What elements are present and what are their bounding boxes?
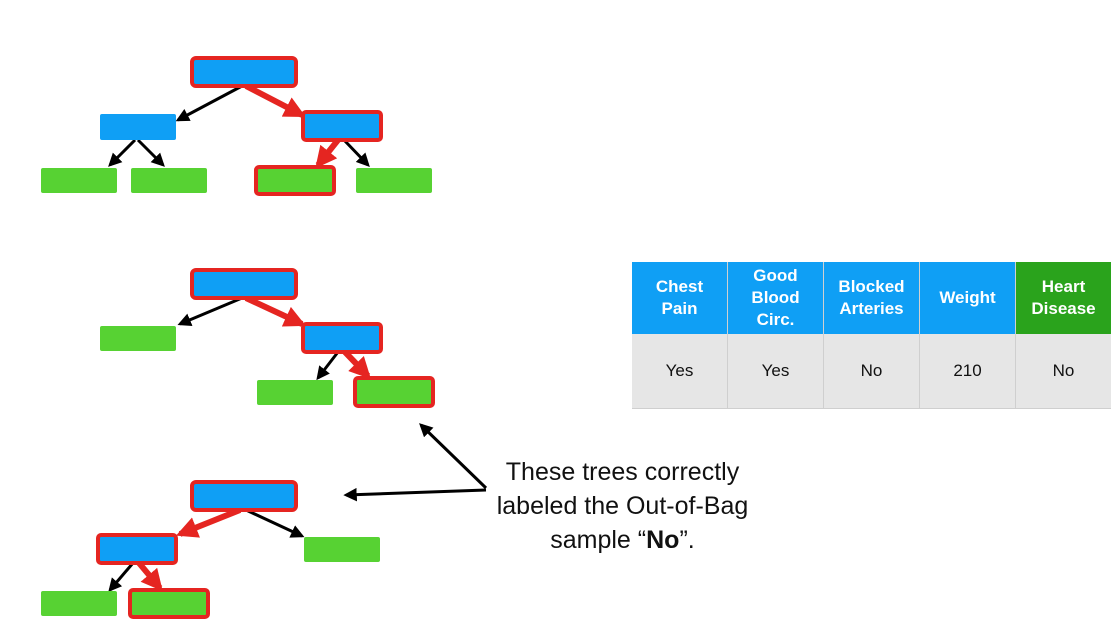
tree-1-decision-node-left: [100, 114, 176, 140]
tree-2-branch-root-right: [244, 295, 306, 327]
tree-1-branch-root-right: [244, 83, 306, 118]
tree-3-leaf-1: [41, 591, 117, 616]
tree-1-leaf-3: [254, 165, 336, 196]
callout-arrows: [343, 423, 488, 502]
cell-heart-disease: No: [1015, 334, 1111, 409]
tree-3-root-node: [190, 480, 298, 512]
tree-3-branch-a-right: [136, 561, 163, 592]
tree-1-root-node: [190, 56, 298, 88]
caption-emphasis: No: [646, 526, 680, 554]
callout-arrow-to-tree-2: [419, 423, 488, 490]
caption-text: These trees correctly labeled the Out-of…: [480, 455, 765, 557]
tree-1-branch-b-right: [342, 138, 370, 167]
tree-2-branch-b-left: [316, 351, 340, 381]
cell-chest-pain: Yes: [632, 334, 728, 409]
header-blocked-arteries: Blocked Arteries: [823, 262, 920, 334]
tree-1: [41, 56, 432, 196]
header-weight: Weight: [919, 262, 1016, 334]
tree-2-leaf-4: [353, 376, 435, 408]
tree-3-branch-root-right: [245, 508, 305, 538]
cell-blocked-arteries: No: [823, 334, 920, 409]
cell-weight: 210: [919, 334, 1016, 409]
callout-arrow-to-tree-3: [343, 487, 487, 502]
tree-3-branch-root-left: [175, 507, 242, 538]
tree-1-branch-a-left: [108, 138, 137, 167]
tree-2-root-node: [190, 268, 298, 300]
header-chest-pain: Chest Pain: [632, 262, 728, 334]
tree-3-leaf-2: [128, 588, 210, 619]
tree-2-leaf-left: [100, 326, 176, 351]
tree-1-decision-node-right: [301, 110, 383, 142]
cell-good-blood-circ: Yes: [727, 334, 824, 409]
header-heart-disease: Heart Disease: [1015, 262, 1111, 334]
tree-2: [100, 268, 435, 408]
caption-text-after: ”.: [679, 526, 695, 554]
table-header-row: Chest Pain Good Blood Circ. Blocked Arte…: [632, 262, 1111, 334]
header-good-blood-circ: Good Blood Circ.: [727, 262, 824, 334]
tree-2-leaf-3: [257, 380, 333, 405]
tree-2-branch-b-right: [342, 349, 371, 380]
tree-1-leaf-1: [41, 168, 117, 193]
tree-2-branch-root-left: [177, 296, 243, 327]
caption-text-before: These trees correctly labeled the Out-of…: [496, 458, 749, 554]
tree-3-leaf-right: [304, 537, 380, 562]
tree-2-decision-node-right: [301, 322, 383, 354]
tree-1-leaf-2: [131, 168, 207, 193]
tree-1-branch-root-left: [175, 84, 243, 122]
tree-1-leaf-4: [356, 168, 432, 193]
tree-3-branch-a-left: [108, 562, 135, 593]
tree-1-branch-a-right: [136, 138, 165, 167]
table-row: Yes Yes No 210 No: [632, 334, 1111, 409]
tree-3-decision-node-left: [96, 533, 178, 565]
tree-3: [41, 480, 380, 619]
out-of-bag-sample-table: Chest Pain Good Blood Circ. Blocked Arte…: [632, 262, 1111, 409]
tree-1-branch-b-left: [315, 138, 341, 169]
